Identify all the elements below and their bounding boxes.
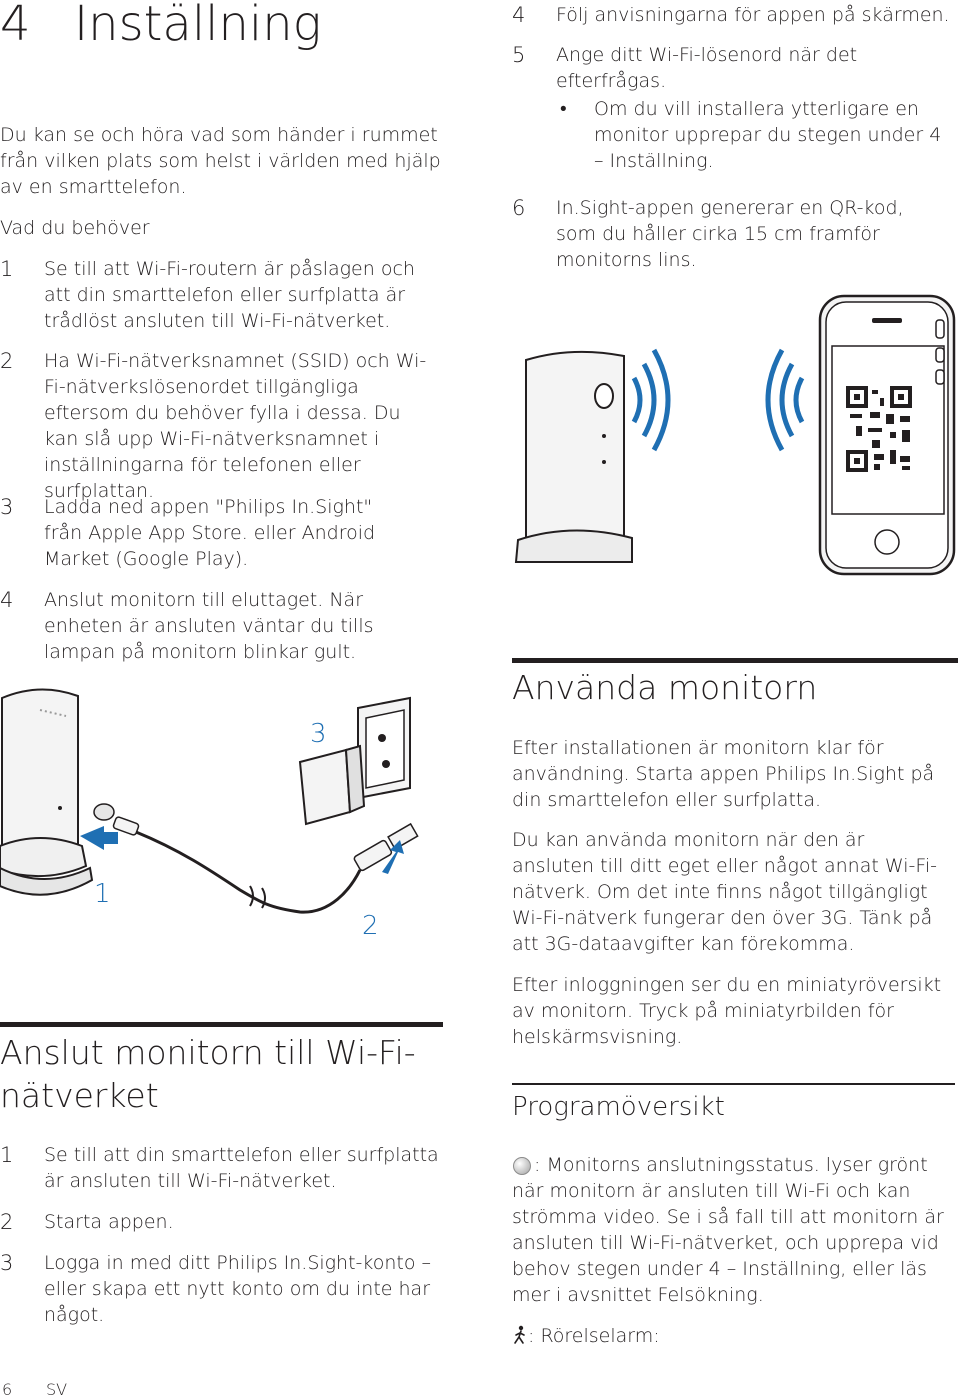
section-rule [512,1083,955,1085]
bullet-text: Om du vill installera ytterligare en mon… [594,98,942,172]
page-number: 6 [2,1380,13,1399]
step-text: Se till att Wi-Fi-routern är påslagen oc… [44,258,415,332]
illustration-label-2: 2 [362,911,379,941]
status-description: : Monitorns anslutningsstatus. lyser grö… [512,1154,944,1306]
qr-code-icon [846,386,912,474]
language-code: SV [46,1380,68,1399]
needs-heading: Vad du behöver [0,217,150,239]
step-number: 3 [0,495,14,519]
bullet-icon: • [560,98,567,120]
step-text: Se till att din smarttelefon eller surfp… [44,1144,439,1192]
motion-alarm-icon [514,1325,525,1344]
use-paragraph-2: Du kan använda monitorn när den är anslu… [512,829,938,955]
step-number: 4 [0,588,14,612]
step-number: 1 [0,1143,14,1167]
setup-step-2: 2 Ha Wi-Fi-nätverksnamnet (SSID) och Wi-… [0,348,445,502]
step-text: Ha Wi-Fi-nätverksnamnet (SSID) och Wi-Fi… [44,350,427,502]
intro-paragraph: Du kan se och höra vad som händer i rumm… [0,124,441,198]
setup-step-1: 1 Se till att Wi-Fi-routern är påslagen … [0,256,445,336]
illustration-label-3: 3 [310,719,327,749]
step-text: In.Sight-appen genererar en QR-kod, som … [556,197,904,271]
connect-step-2: 2 Starta appen. [0,1209,445,1239]
step-text: Starta appen. [44,1211,174,1233]
step-text: Ladda ned appen "Philips In.Sight" från … [44,496,376,570]
qr-scan-illustration [514,294,956,576]
step-number: 3 [0,1251,14,1275]
step-text: Följ anvisningarna för appen på skärmen. [556,4,950,26]
use-section-title: Använda monitorn [512,668,818,707]
step-number: 6 [512,196,526,220]
connect-step-3: 3 Logga in med ditt Philips In.Sight-kon… [0,1250,445,1330]
step-text: Logga in med ditt Philips In.Sight-konto… [44,1252,432,1326]
step-number: 2 [0,1210,14,1234]
step-number: 2 [0,349,14,373]
setup-step-4: 4 Anslut monitorn till eluttaget. När en… [0,587,445,667]
setup-step-3: 3 Ladda ned appen "Philips In.Sight" frå… [0,494,445,574]
monitor-connection-illustration: 3 1 2 [0,688,419,941]
section-rule [0,1022,443,1027]
connect-section-title: Anslut monitorn till Wi-Fi-nätverket [0,1033,416,1115]
chapter-title: Inställning [74,0,322,52]
section-rule [512,658,958,663]
use-paragraph-3: Efter inloggningen ser du en miniatyröve… [512,974,942,1048]
step-number: 4 [512,3,526,27]
program-section-title: Programöversikt [512,1092,725,1122]
step-text: Anslut monitorn till eluttaget. När enhe… [44,589,374,663]
connect-step-6: 6 In.Sight-appen genererar en QR-kod, so… [512,195,958,275]
step-number: 1 [0,257,14,281]
motion-description: : Rörelselarm: [528,1325,660,1347]
status-dot-icon [513,1157,531,1175]
chapter-number: 4 [0,0,31,52]
connect-step-5: 5 Ange ditt Wi-Fi-lösenord när det efter… [512,42,958,96]
step-number: 5 [512,43,526,67]
connect-step-1: 1 Se till att din smarttelefon eller sur… [0,1142,445,1196]
use-paragraph-1: Efter installationen är monitorn klar fö… [512,737,935,811]
step-text: Ange ditt Wi-Fi-lösenord när det efterfr… [556,44,858,92]
illustration-label-1: 1 [94,879,111,909]
connect-step-4: 4 Följ anvisningarna för appen på skärme… [512,2,958,32]
